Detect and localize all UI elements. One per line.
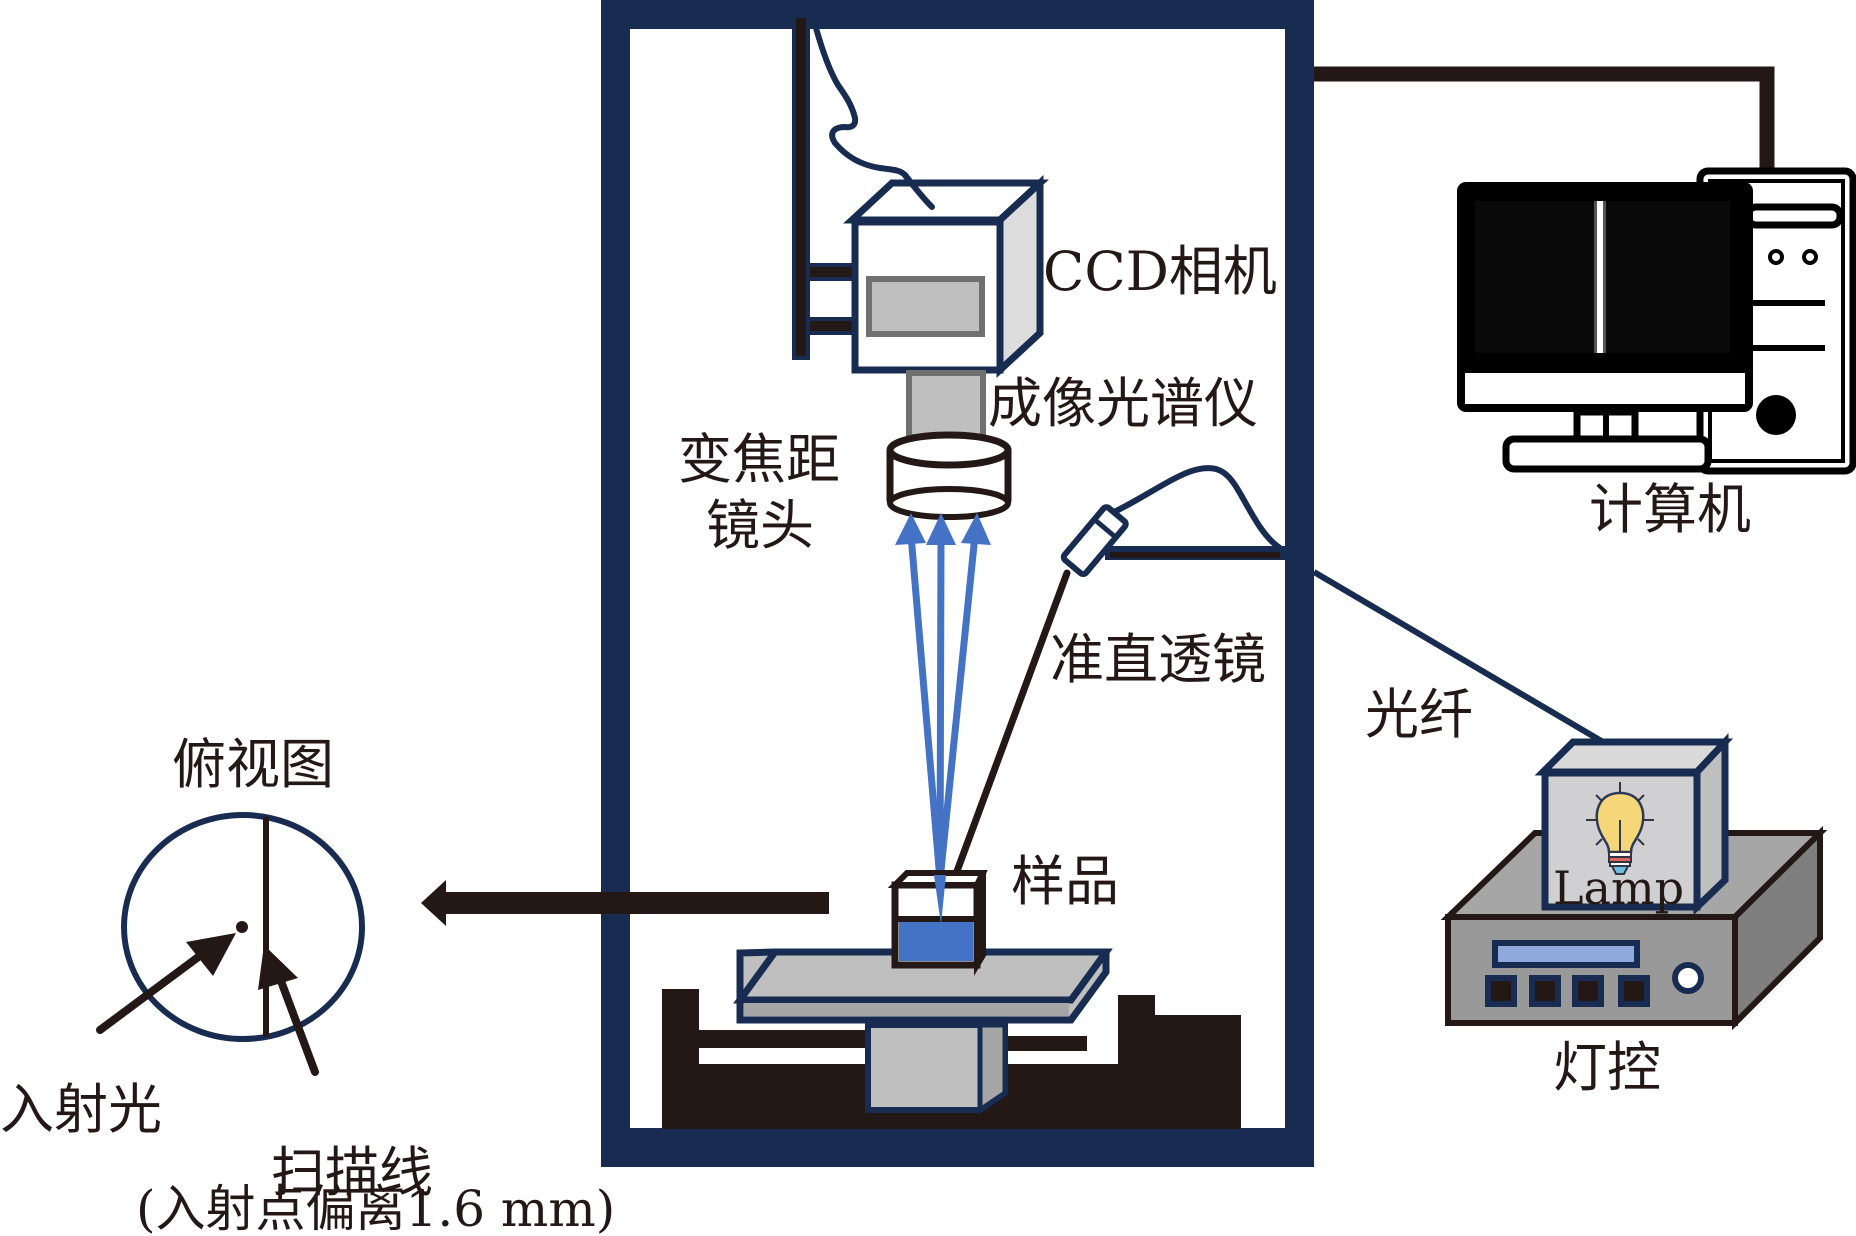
cabinet-top-wall (601, 0, 1314, 29)
beam-center (936, 534, 945, 881)
label-lamp: Lamp (1553, 861, 1684, 915)
incident-light-line (949, 569, 1071, 886)
camera-window (866, 276, 985, 337)
beam-left (907, 534, 944, 881)
label-top-view: 俯视图 (172, 733, 334, 796)
cabinet-right-wall (1285, 0, 1314, 1167)
label-zoom-lens-line2: 镜头 (706, 494, 814, 557)
mount-bracket-lower (806, 317, 856, 335)
data-cable-to-computer (1314, 66, 1775, 170)
ccd-camera-icon (843, 174, 1049, 379)
label-offset-note: (入射点偏离1.6 mm) (136, 1180, 615, 1236)
controller-buttons (1485, 975, 1650, 1007)
incident-light-arrowhead (186, 933, 236, 976)
label-imaging-spectrometer: 成像光谱仪 (988, 372, 1258, 435)
label-optical-fiber: 光纤 (1365, 683, 1473, 746)
label-incident-light: 入射光 (0, 1078, 162, 1141)
label-lamp-controller: 灯控 (1553, 1036, 1661, 1099)
controller-knob (1672, 962, 1704, 994)
incident-point (236, 921, 248, 933)
imaging-spectrometer (906, 370, 986, 440)
optical-fiber (1312, 569, 1605, 745)
label-sample: 样品 (1011, 850, 1119, 913)
fiber-inside-cabinet (1110, 465, 1282, 551)
beam-right (936, 534, 979, 881)
controller-display (1492, 940, 1640, 968)
cabinet-bottom-wall (601, 1128, 1314, 1167)
desktop-computer-icon (1457, 167, 1856, 475)
label-computer: 计算机 (1589, 478, 1751, 541)
collimating-lens (1060, 504, 1129, 578)
top-view-diagram (96, 812, 365, 1076)
mount-bracket-upper (806, 263, 856, 281)
label-scan-line: 扫描线 (271, 1141, 433, 1204)
beam-center-arrowhead (926, 513, 956, 545)
power-button (1756, 395, 1796, 435)
label-collimating-lens: 准直透镜 (1050, 628, 1266, 691)
top-view-arrow (421, 880, 829, 926)
beam-into-sample (934, 875, 946, 925)
beam-left-arrowhead (895, 513, 926, 545)
reflected-light-beams (895, 513, 991, 881)
sample-liquid (899, 921, 973, 961)
label-ccd-camera: CCD相机 (1043, 240, 1277, 303)
zoom-lens (886, 431, 1012, 520)
mounting-pole (792, 14, 856, 360)
top-view-circle (121, 812, 365, 1042)
dark-cabinet (601, 0, 1314, 1167)
monitor-base (1502, 435, 1712, 473)
collimator-shelf (1105, 546, 1285, 560)
label-zoom-lens-line1: 变焦距 (678, 428, 840, 491)
scan-line-arrowhead (258, 945, 298, 990)
translation-stage (662, 948, 1241, 1129)
camera-side-face (996, 174, 1044, 379)
drive-slot (1744, 203, 1844, 229)
beam-right-arrowhead (961, 513, 991, 545)
cabinet-left-wall (601, 0, 630, 1167)
light-bulb-icon (1586, 782, 1654, 875)
incident-light-pointer (96, 948, 209, 1034)
spectral-line (1597, 201, 1603, 353)
